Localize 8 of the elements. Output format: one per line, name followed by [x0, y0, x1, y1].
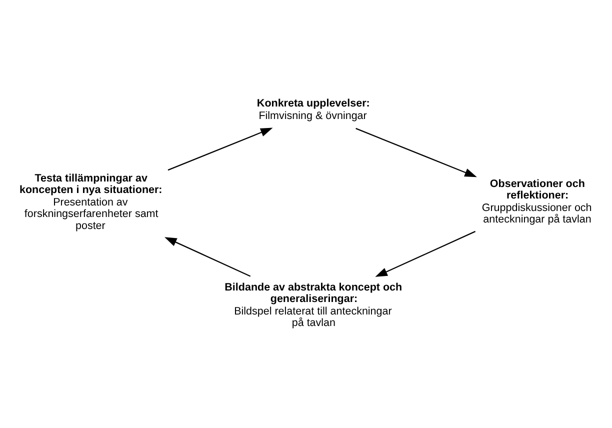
node-text: Konkreta upplevelser: Filmvisning & övningar: [256, 98, 370, 122]
node-text: Testa tillämpningar av koncepten i nya situationer: Presentation av forskningserfarenheter samt poster: [19, 172, 162, 232]
arrow: [164, 237, 251, 277]
node-text: Bildande av abstrakta koncept och generaliseringar: Bildspel relaterat till anteckningar på tavlan: [224, 281, 402, 330]
node-text: Observationer och reflektioner: Gruppdiskussioner och anteckningar på tavlan: [482, 178, 592, 226]
arrow: [375, 230, 476, 277]
arrow: [168, 128, 273, 171]
arrow: [356, 128, 477, 178]
